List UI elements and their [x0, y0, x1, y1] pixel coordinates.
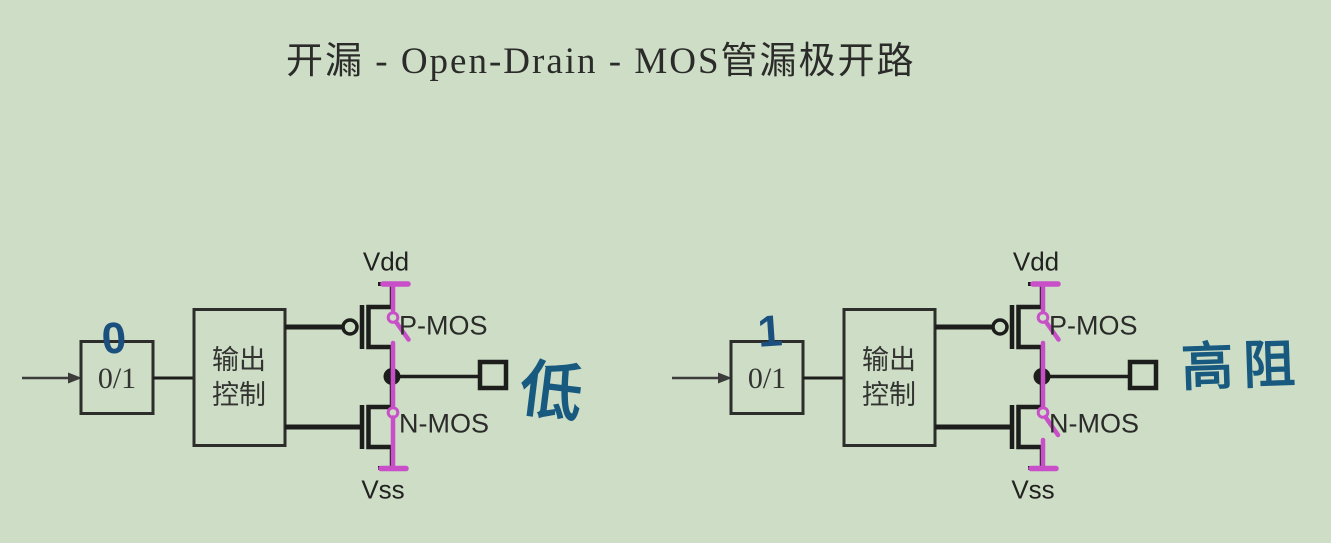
input-value-label: 0/1: [97, 362, 137, 395]
vdd-label: Vdd: [362, 246, 410, 277]
handwritten-input-digit: 0: [100, 313, 128, 364]
vdd-label: Vdd: [1012, 246, 1060, 277]
input-value-label: 0/1: [747, 362, 787, 395]
nmos-label: N-MOS: [399, 408, 489, 439]
right-circuit: [672, 283, 1156, 469]
vss-label: Vss: [361, 474, 405, 505]
vss-label: Vss: [1011, 474, 1055, 505]
handwritten-output-annotation: 高阻: [1180, 335, 1307, 398]
output-control-line2: 控制: [212, 380, 266, 410]
output-control-line2: 控制: [862, 380, 916, 410]
pmos-label: P-MOS: [399, 310, 488, 341]
handwritten-input-digit: 1: [756, 306, 784, 357]
left-circuit: [22, 283, 506, 469]
output-control-label: 输出 控制: [212, 343, 266, 413]
page-title: 开漏 - Open-Drain - MOS管漏极开路: [286, 41, 916, 82]
output-control-line1: 输出: [212, 345, 266, 375]
handwritten-output-annotation: 低: [516, 354, 587, 431]
output-control-label: 输出 控制: [862, 343, 916, 413]
output-control-line1: 输出: [862, 345, 916, 375]
nmos-switch-open-mark: [1043, 414, 1061, 438]
nmos-label: N-MOS: [1049, 408, 1139, 439]
pmos-label: P-MOS: [1049, 310, 1138, 341]
